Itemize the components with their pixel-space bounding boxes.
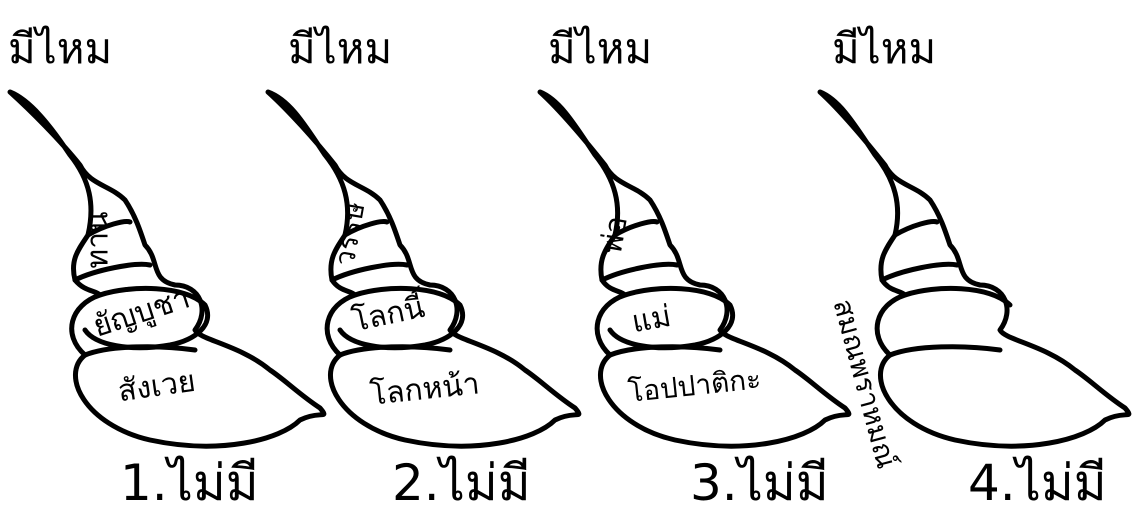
shell-2: [265, 89, 582, 449]
answer-label-1: 1.ไม่มี: [120, 454, 259, 512]
shell-4: [817, 89, 1132, 449]
answer-label-2: 2.ไม่มี: [392, 454, 531, 512]
answer-label-4: 4.ไม่มี: [968, 454, 1107, 512]
shell-1: [7, 89, 327, 449]
question-label-1: มีไหม: [8, 24, 113, 73]
top-word-3: พ่อ: [593, 213, 635, 257]
shell-3: [537, 89, 852, 449]
question-label-4: มีไหม: [832, 24, 937, 73]
middle-word-3: แม่: [629, 298, 674, 341]
top-word-1: ทาน: [80, 211, 116, 269]
question-label-3: มีไหม: [548, 24, 653, 73]
question-label-2: มีไหม: [288, 24, 393, 73]
answer-label-3: 3.ไม่มี: [690, 454, 829, 512]
